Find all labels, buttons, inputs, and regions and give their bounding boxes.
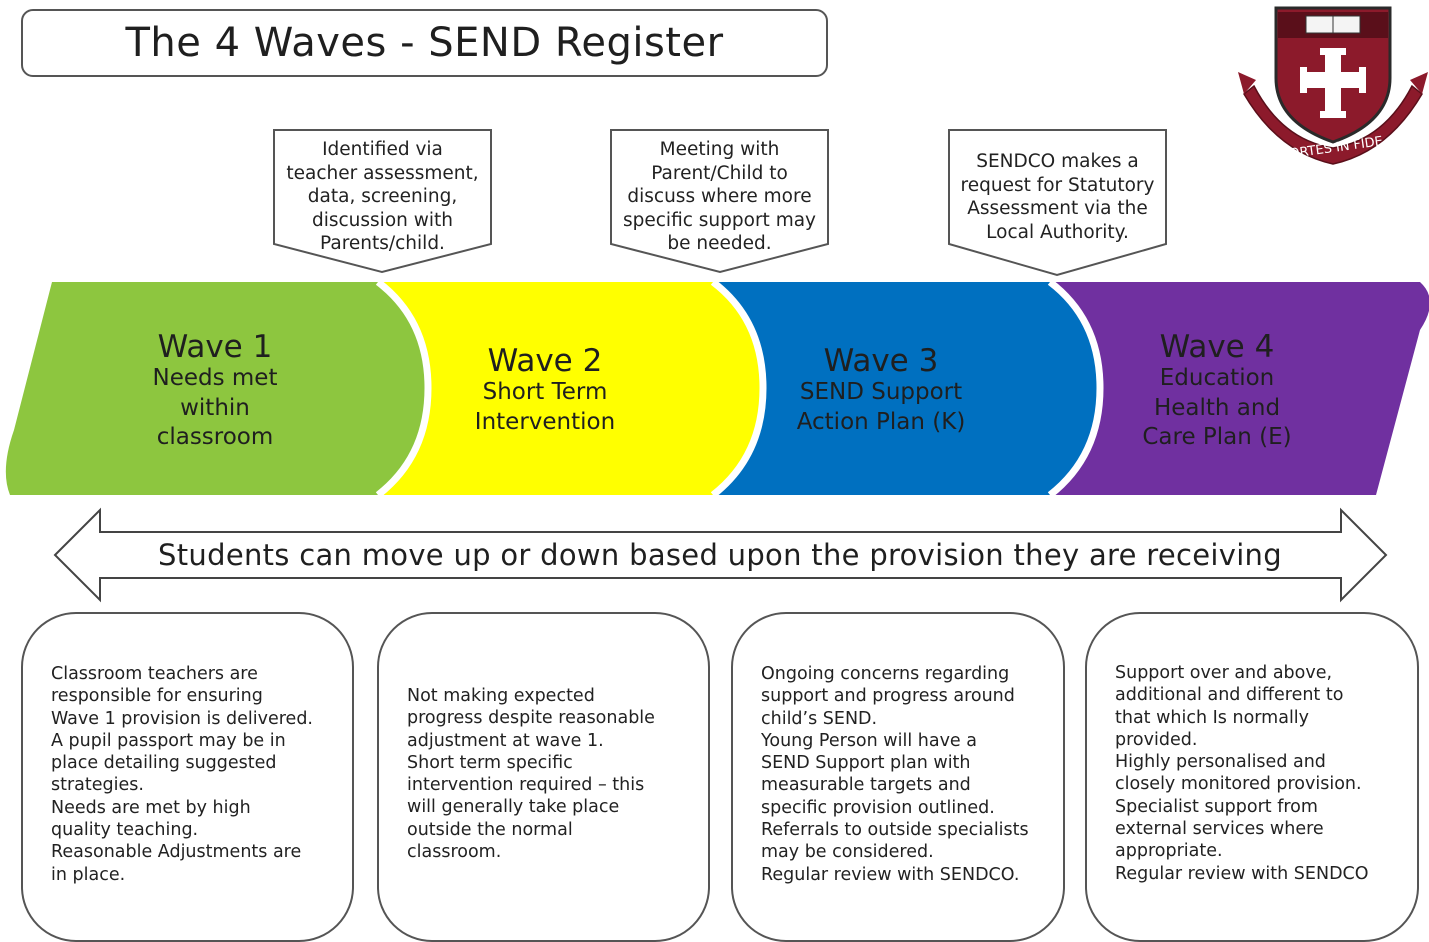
page-title: The 4 Waves - SEND Register — [21, 9, 828, 77]
school-crest-logo: FORTES IN FIDE — [1238, 6, 1428, 165]
wave-3-shape — [718, 282, 1100, 495]
wave-1-shape — [5, 282, 428, 495]
description-box-1 — [21, 612, 354, 942]
wave-4-shape — [1055, 282, 1429, 495]
callout-shape-3 — [948, 129, 1167, 277]
wave-3-title: Wave 3 — [823, 343, 939, 379]
callout-shapes — [273, 129, 1167, 277]
description-4: Support over and above,additional and di… — [1115, 663, 1369, 884]
arrow-caption: Students can move up or down based upon … — [158, 538, 1282, 572]
wave-4-title: Wave 4 — [1159, 329, 1275, 365]
description-box-4 — [1085, 612, 1419, 942]
description-box-3 — [731, 612, 1065, 942]
wave-1-title: Wave 1 — [157, 329, 273, 365]
callout-shape-1 — [273, 129, 492, 274]
wave-2-shape — [383, 282, 763, 495]
description-box-2 — [377, 612, 710, 942]
waves-band — [5, 282, 1429, 495]
wave-2-title: Wave 2 — [487, 343, 603, 379]
double-arrow — [53, 507, 1388, 603]
callout-shape-2 — [610, 129, 829, 274]
